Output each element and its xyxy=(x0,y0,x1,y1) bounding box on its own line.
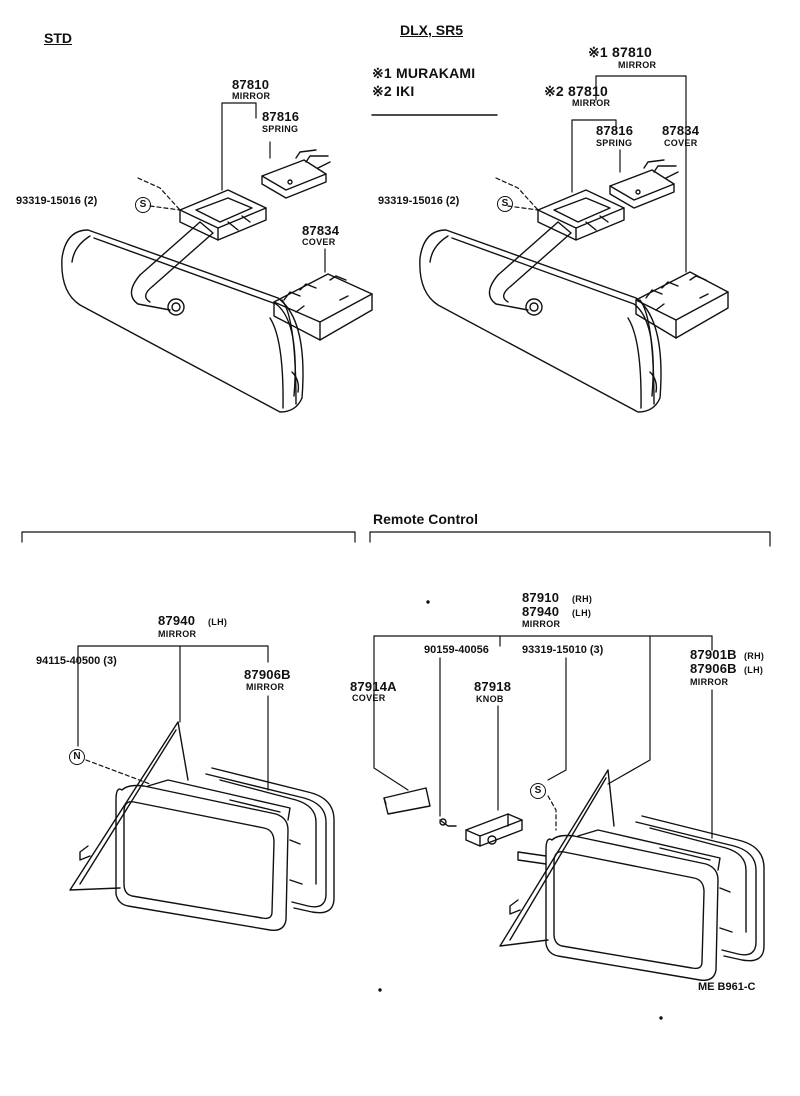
dlx-mirror1-part-number: ※1 87810 xyxy=(588,44,652,60)
remote-knob-part-number: 87918 xyxy=(474,679,512,694)
remote-mirror-rh-part-number: 87910 xyxy=(522,590,560,605)
remote-mirror-part-name: MIRROR xyxy=(522,619,561,629)
std-outer-mirror-side: (LH) xyxy=(208,617,228,627)
std-inner-leaders xyxy=(137,102,326,273)
std-outer-nut-part-number: 94115-40500 (3) xyxy=(36,655,117,667)
dlx-mirror2-part-name: MIRROR xyxy=(572,98,611,108)
std-outer-glass-part-number: 87906B xyxy=(244,667,291,682)
std-outer-glass-part-name: MIRROR xyxy=(246,682,285,692)
remote-screw2-part-number: 93319-15010 (3) xyxy=(522,644,604,656)
dlx-screw-symbol: S xyxy=(497,196,513,212)
std-cover-part-number: 87834 xyxy=(302,223,340,238)
remote-glass-part-name: MIRROR xyxy=(690,677,729,687)
std-outer-mirror-part-name: MIRROR xyxy=(158,629,197,639)
std-mirror-part-number: 87810 xyxy=(232,77,270,92)
std-spring-drawing xyxy=(261,149,331,199)
dlx-cover-part-name: COVER xyxy=(664,138,698,148)
dlx-mirror-mount-drawing xyxy=(537,189,625,241)
dlx-mirror1-part-name: MIRROR xyxy=(618,60,657,70)
dlx-screw-part-number: 93319-15016 (2) xyxy=(378,195,460,207)
dlx-spring-part-number: 87816 xyxy=(596,123,634,138)
remote-screw-drawing xyxy=(439,818,457,827)
dlx-rearview-mirror-drawing xyxy=(419,221,662,413)
std-spring-part-name: SPRING xyxy=(262,124,299,134)
remote-outer-leaders xyxy=(373,635,713,839)
std-outer-mirror-part-number: 87940 xyxy=(158,613,196,628)
section-brackets xyxy=(21,531,771,547)
std-mirror-mount-drawing xyxy=(179,189,267,241)
scan-speck xyxy=(426,600,430,604)
std-nut-symbol: N xyxy=(69,749,85,765)
remote-glass-rh-side: (RH) xyxy=(744,651,765,661)
figure-code: ME B961-C xyxy=(698,981,756,993)
remote-cover-part-number: 87914A xyxy=(350,679,397,694)
dlx-inner-leaders xyxy=(495,75,687,273)
dlx-mirror2-part-number: ※2 87810 xyxy=(544,83,608,99)
std-cover-drawing xyxy=(273,273,373,341)
remote-cover-part-name: COVER xyxy=(352,693,386,703)
std-spring-part-number: 87816 xyxy=(262,109,300,124)
remote-cover-drawing xyxy=(383,787,431,815)
remote-mirror-lh-side: (LH) xyxy=(572,608,592,618)
remote-glass-lh-side: (LH) xyxy=(744,665,764,675)
remote-glass-lh-part-number: 87906B xyxy=(690,661,737,676)
std-outer-leaders xyxy=(77,645,269,791)
remote-screw1-part-number: 90159-40056 xyxy=(424,644,489,656)
note-murakami: ※1 MURAKAMI xyxy=(372,65,476,81)
dlx-spring-drawing xyxy=(609,159,679,209)
remote-outside-mirror-drawing xyxy=(499,769,765,981)
remote-screw-symbol: S xyxy=(530,783,546,799)
remote-knob-part-name: KNOB xyxy=(476,694,504,704)
std-heading: STD xyxy=(44,30,72,46)
remote-knob-drawing xyxy=(465,813,523,847)
remote-mirror-lh-part-number: 87940 xyxy=(522,604,560,619)
dlx-sr5-heading: DLX, SR5 xyxy=(400,22,464,38)
dlx-spring-part-name: SPRING xyxy=(596,138,633,148)
remote-control-heading: Remote Control xyxy=(373,511,478,527)
dlx-cover-drawing xyxy=(635,271,729,339)
std-rearview-mirror-drawing xyxy=(61,221,304,413)
note-iki: ※2 IKI xyxy=(372,83,415,99)
remote-mirror-rh-side: (RH) xyxy=(572,594,593,604)
std-screw-symbol: S xyxy=(135,197,151,213)
std-mirror-part-name: MIRROR xyxy=(232,91,271,101)
scan-speck xyxy=(378,988,382,992)
std-cover-part-name: COVER xyxy=(302,237,336,247)
remote-glass-rh-part-number: 87901B xyxy=(690,647,737,662)
std-screw-part-number: 93319-15016 (2) xyxy=(16,195,98,207)
dlx-cover-part-number: 87834 xyxy=(662,123,700,138)
std-outside-mirror-drawing xyxy=(69,721,335,931)
scan-speck xyxy=(659,1016,663,1020)
